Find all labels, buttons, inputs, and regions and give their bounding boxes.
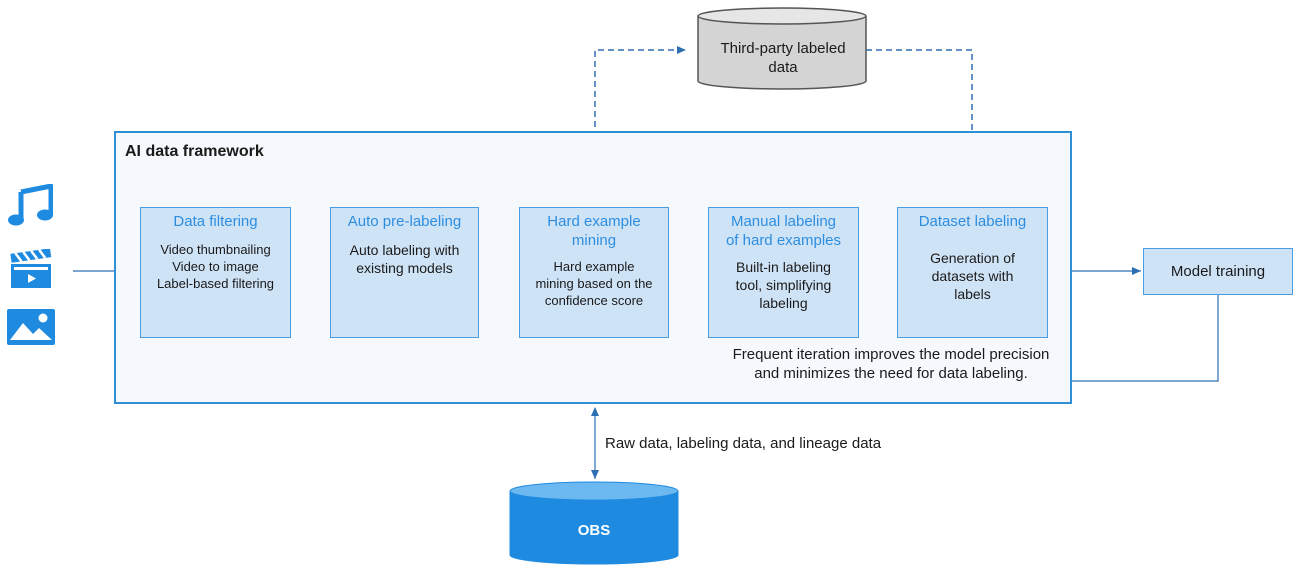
data-filtering-line: Label-based filtering	[156, 276, 275, 291]
manual-labeling-line: labeling	[759, 295, 808, 311]
dataset-labeling-title: Dataset labeling	[918, 213, 1027, 230]
model-training-label: Model training	[1170, 263, 1266, 280]
hard-example-mining-title-line: mining	[571, 232, 617, 249]
manual-labeling-line: Built-in labeling	[736, 259, 831, 275]
hard-example-mining-line: confidence score	[544, 293, 644, 308]
third-party-label-line: Third-party labeled	[720, 40, 846, 57]
third-party-data-label: Third-party labeled data	[700, 39, 866, 77]
auto-pre-labeling-description: Auto labeling with existing models	[335, 241, 474, 277]
iteration-note-line: Frequent iteration improves the model pr…	[732, 346, 1050, 363]
dataset-labeling-box: Dataset labeling Generation of datasets …	[897, 207, 1048, 338]
third-party-label-line: data	[768, 59, 798, 76]
third-party-data-cylinder	[697, 7, 867, 90]
hard-example-mining-box: Hard example mining Hard example mining …	[519, 207, 669, 338]
obs-label: OBS	[577, 522, 611, 539]
dataset-labeling-description: Generation of datasets with labels	[902, 249, 1043, 303]
manual-labeling-title: Manual labeling of hard examples	[713, 212, 854, 250]
manual-labeling-line: tool, simplifying	[735, 277, 832, 293]
auto-pre-labeling-line: Auto labeling with	[349, 242, 460, 258]
data-filtering-description: Video thumbnailing Video to image Label-…	[145, 241, 286, 292]
raw-data-note: Raw data, labeling data, and lineage dat…	[605, 435, 882, 452]
hard-example-mining-title: Hard example mining	[524, 212, 664, 250]
auto-pre-labeling-box: Auto pre-labeling Auto labeling with exi…	[330, 207, 479, 338]
hard-example-mining-description: Hard example mining based on the confide…	[524, 258, 664, 309]
hard-example-mining-title-line: Hard example	[547, 213, 641, 230]
auto-pre-labeling-title: Auto pre-labeling	[347, 213, 462, 230]
model-training-box: Model training	[1143, 248, 1293, 295]
dataset-labeling-line: labels	[954, 286, 991, 302]
obs-cylinder	[509, 481, 679, 565]
auto-pre-labeling-line: existing models	[356, 260, 453, 276]
data-filtering-title: Data filtering	[173, 213, 258, 230]
dataset-labeling-line: Generation of	[930, 250, 1015, 266]
iteration-note: Frequent iteration improves the model pr…	[710, 345, 1072, 383]
manual-labeling-title-line: Manual labeling	[730, 213, 837, 230]
dataset-labeling-line: datasets with	[931, 268, 1014, 284]
image-icon	[7, 309, 55, 345]
manual-labeling-box: Manual labeling of hard examples Built-i…	[708, 207, 859, 338]
data-filtering-box: Data filtering Video thumbnailing Video …	[140, 207, 291, 338]
hard-example-mining-line: mining based on the	[535, 276, 653, 291]
manual-labeling-description: Built-in labeling tool, simplifying labe…	[713, 258, 854, 312]
data-filtering-line: Video to image	[172, 259, 259, 274]
iteration-note-line: and minimizes the need for data labeling…	[754, 365, 1028, 382]
manual-labeling-title-line: of hard examples	[725, 232, 842, 249]
framework-title: AI data framework	[125, 143, 264, 160]
music-note-icon	[8, 184, 53, 226]
data-filtering-line: Video thumbnailing	[160, 242, 271, 257]
dashed-connector-from-third-party	[866, 49, 976, 203]
hard-example-mining-line: Hard example	[553, 259, 635, 274]
video-clapper-icon	[10, 249, 52, 288]
